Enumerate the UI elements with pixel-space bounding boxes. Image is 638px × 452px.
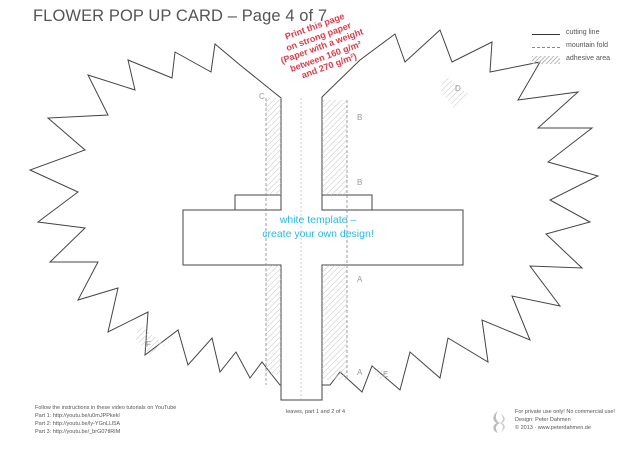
template-note-line: create your own design! bbox=[262, 228, 374, 240]
part-label-a: A bbox=[357, 368, 363, 377]
cutting-line-swatch bbox=[532, 34, 560, 35]
legend-adhesive-label: adhesive area bbox=[566, 55, 610, 62]
adhesive-area-left-upper bbox=[266, 98, 281, 195]
credits-line: Design: Peter Dahmen bbox=[515, 417, 571, 423]
legend-mountain-fold: mountain fold bbox=[532, 42, 636, 54]
credits: For private use only! No commercial use!… bbox=[515, 408, 615, 432]
page-title: FLOWER POP UP CARD – Page 4 of 7 bbox=[33, 7, 328, 25]
peter-dahmen-logo-icon bbox=[493, 411, 505, 433]
credits-website[interactable]: © 2013 · www.peterdahmen.de bbox=[515, 425, 591, 431]
adhesive-area-right-upper bbox=[322, 100, 347, 195]
part-label-a: A bbox=[357, 275, 363, 284]
adhesive-area-left-lower bbox=[266, 265, 281, 375]
leaves-note: leaves, part 1 and 2 of 4 bbox=[286, 409, 346, 415]
adhesive-area-e bbox=[372, 366, 392, 380]
part-label-c: C bbox=[259, 92, 265, 101]
part-label-d: D bbox=[455, 84, 461, 93]
tutorial-link-part3[interactable]: Part 3: http://youtu.be/_brG07tlRIM bbox=[35, 429, 121, 435]
part-label-b: B bbox=[357, 113, 363, 122]
adhesive-area-d bbox=[440, 75, 470, 110]
mountain-fold-swatch bbox=[532, 47, 560, 48]
part-label-b: B bbox=[357, 178, 363, 187]
legend-cutting-label: cutting line bbox=[566, 29, 600, 36]
tutorial-intro: Follow the instructions in these video t… bbox=[35, 405, 177, 411]
right-leaf-outline bbox=[321, 29, 600, 393]
part-label-e: E bbox=[383, 370, 389, 379]
template-note-line: white template – bbox=[279, 214, 357, 226]
adhesive-area-right-lower bbox=[322, 265, 347, 380]
credits-line: For private use only! No commercial use! bbox=[515, 409, 615, 415]
cross-strip-outline bbox=[234, 97, 373, 401]
left-leaf-outline bbox=[28, 43, 282, 386]
template-note: white template – create your own design! bbox=[226, 213, 410, 241]
adhesive-area-f bbox=[135, 325, 165, 355]
adhesive-area-swatch bbox=[532, 56, 560, 64]
legend-adhesive-area: adhesive area bbox=[532, 55, 636, 67]
part-label-f: F bbox=[146, 340, 151, 349]
legend-mountain-label: mountain fold bbox=[566, 42, 609, 49]
tutorial-link-part1[interactable]: Part 1: http://youtu.be/u0mJPPkekl bbox=[35, 413, 120, 419]
tutorial-links: Follow the instructions in these video t… bbox=[35, 404, 176, 436]
tutorial-link-part2[interactable]: Part 2: http://youtu.be/ly-YGnLLl5A bbox=[35, 421, 120, 427]
legend-cutting-line: cutting line bbox=[532, 29, 636, 41]
